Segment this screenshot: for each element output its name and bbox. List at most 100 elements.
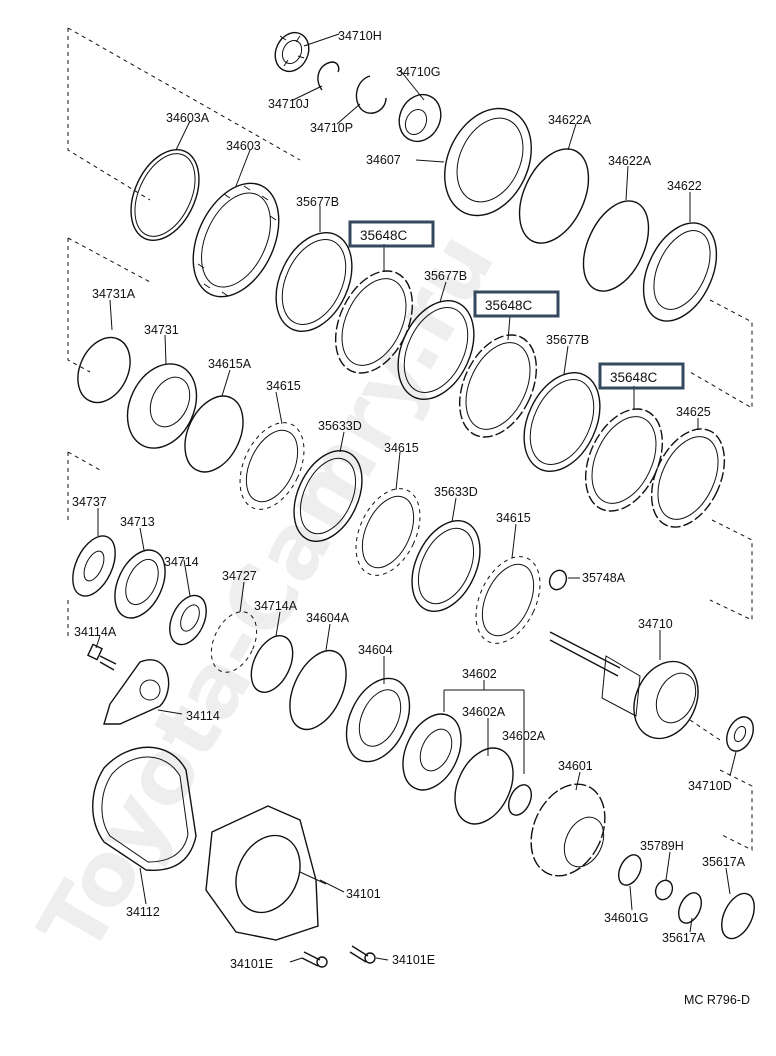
label-34622: 34622 bbox=[667, 179, 702, 193]
label-34727: 34727 bbox=[222, 569, 257, 583]
label-34713: 34713 bbox=[120, 515, 155, 529]
part-34114-plate bbox=[103, 659, 170, 725]
label-35648c-1: 35648C bbox=[360, 228, 408, 243]
part-34615a-snap-ring bbox=[184, 395, 244, 473]
part-34710d-washer bbox=[726, 716, 754, 752]
label-34604: 34604 bbox=[358, 643, 393, 657]
part-35648c-disc-2 bbox=[458, 334, 538, 438]
part-34101e-bolt-1 bbox=[301, 951, 328, 968]
label-34710h: 34710H bbox=[338, 29, 382, 43]
label-34101e-2: 34101E bbox=[392, 953, 435, 967]
label-35789h: 35789H bbox=[640, 839, 684, 853]
part-35789h-ring bbox=[654, 879, 674, 901]
part-34607-drum bbox=[444, 107, 532, 217]
label-35748a: 35748A bbox=[582, 571, 626, 585]
part-34615-disc-2 bbox=[355, 488, 421, 576]
label-34710: 34710 bbox=[638, 617, 673, 631]
label-34615-1: 34615 bbox=[266, 379, 301, 393]
label-35648c-3: 35648C bbox=[610, 370, 658, 385]
part-34101-case bbox=[205, 805, 327, 941]
part-35633d-plate-2 bbox=[411, 519, 481, 613]
label-35633d-2: 35633D bbox=[434, 485, 478, 499]
part-34602a-o-ring-2 bbox=[507, 784, 533, 816]
label-34607: 34607 bbox=[366, 153, 401, 167]
part-35677b-plate-1 bbox=[275, 232, 353, 332]
label-34602a-2: 34602A bbox=[502, 729, 546, 743]
part-34710-output-shaft bbox=[549, 631, 699, 740]
label-35648c-2: 35648C bbox=[485, 298, 533, 313]
part-labels: 34710H 34710G 34710J 34710P 34603A 34603… bbox=[72, 29, 746, 971]
part-35748a-ring bbox=[548, 569, 568, 591]
label-34714: 34714 bbox=[164, 555, 199, 569]
label-35617a-2: 35617A bbox=[662, 931, 706, 945]
part-34622a-o-ring-2 bbox=[582, 200, 650, 292]
part-34710h-roller bbox=[274, 31, 310, 73]
part-34625-flange bbox=[650, 428, 726, 528]
part-34112-gasket bbox=[92, 746, 197, 871]
label-34710p: 34710P bbox=[310, 121, 353, 135]
part-34101e-bolt-2 bbox=[349, 945, 376, 964]
part-34615-disc-1 bbox=[239, 422, 305, 510]
part-34710j-clip bbox=[317, 61, 340, 91]
label-34731: 34731 bbox=[144, 323, 179, 337]
label-34101: 34101 bbox=[346, 887, 381, 901]
part-34622-piston bbox=[642, 222, 718, 322]
label-34604a: 34604A bbox=[306, 611, 350, 625]
label-34710j: 34710J bbox=[268, 97, 309, 111]
part-34731-hub bbox=[126, 363, 198, 449]
label-34603: 34603 bbox=[226, 139, 261, 153]
label-34601g: 34601G bbox=[604, 911, 648, 925]
label-35633d-1: 35633D bbox=[318, 419, 362, 433]
label-34710g: 34710G bbox=[396, 65, 440, 79]
label-34601: 34601 bbox=[558, 759, 593, 773]
part-34714-bearing bbox=[169, 594, 207, 646]
part-34602a-o-ring-1 bbox=[454, 747, 514, 825]
part-35677b-plate-2 bbox=[397, 300, 475, 400]
part-34710p-snap-ring bbox=[355, 75, 387, 114]
part-34737-thrust-washer bbox=[72, 535, 116, 597]
label-34710d: 34710D bbox=[688, 779, 732, 793]
part-34710g-bearing bbox=[398, 93, 442, 143]
part-35677b-plate-3 bbox=[523, 372, 601, 472]
label-34615-3: 34615 bbox=[496, 511, 531, 525]
label-34625: 34625 bbox=[676, 405, 711, 419]
label-34602: 34602 bbox=[462, 667, 497, 681]
label-34112: 34112 bbox=[126, 905, 160, 919]
label-34622a-1: 34622A bbox=[548, 113, 592, 127]
part-34714a-ring bbox=[250, 635, 294, 693]
leader-lines bbox=[95, 33, 737, 963]
part-34713-bearing bbox=[114, 549, 166, 619]
label-34615-2: 34615 bbox=[384, 441, 419, 455]
part-34602-piston bbox=[402, 713, 462, 791]
label-35677b-3: 35677B bbox=[546, 333, 589, 347]
assembly-guide-lines bbox=[67, 27, 753, 851]
diagram-code: MC R796-D bbox=[684, 993, 750, 1007]
label-34603a: 34603A bbox=[166, 111, 210, 125]
part-34731a-snap-ring bbox=[77, 336, 131, 404]
part-34615-disc-3 bbox=[475, 556, 541, 644]
label-34615a: 34615A bbox=[208, 357, 252, 371]
part-34601g-washer bbox=[617, 854, 643, 886]
part-34114a-bolt bbox=[87, 643, 117, 671]
part-34622a-o-ring-1 bbox=[518, 148, 590, 244]
label-34714a: 34714A bbox=[254, 599, 298, 613]
highlight-box-35648c-1 bbox=[348, 220, 435, 248]
label-35677b-1: 35677B bbox=[296, 195, 339, 209]
part-35617a-ring-1 bbox=[677, 892, 703, 924]
label-34622a-2: 34622A bbox=[608, 154, 652, 168]
label-35677b-2: 35677B bbox=[424, 269, 467, 283]
part-35617a-ring-2 bbox=[721, 892, 755, 940]
part-34604a-snap-ring bbox=[289, 649, 347, 731]
part-35633d-plate-1 bbox=[293, 449, 363, 543]
highlight-box-35648c-2 bbox=[473, 290, 560, 318]
part-34601-drum bbox=[530, 783, 606, 877]
label-35617a-1: 35617A bbox=[702, 855, 746, 869]
part-34727-ring bbox=[210, 611, 258, 673]
label-34737: 34737 bbox=[72, 495, 107, 509]
label-34731a: 34731A bbox=[92, 287, 136, 301]
part-34604-brake-hub bbox=[345, 677, 411, 763]
label-34114: 34114 bbox=[186, 709, 220, 723]
highlight-box-35648c-3 bbox=[598, 362, 685, 390]
part-34603-one-way-clutch bbox=[192, 182, 280, 298]
